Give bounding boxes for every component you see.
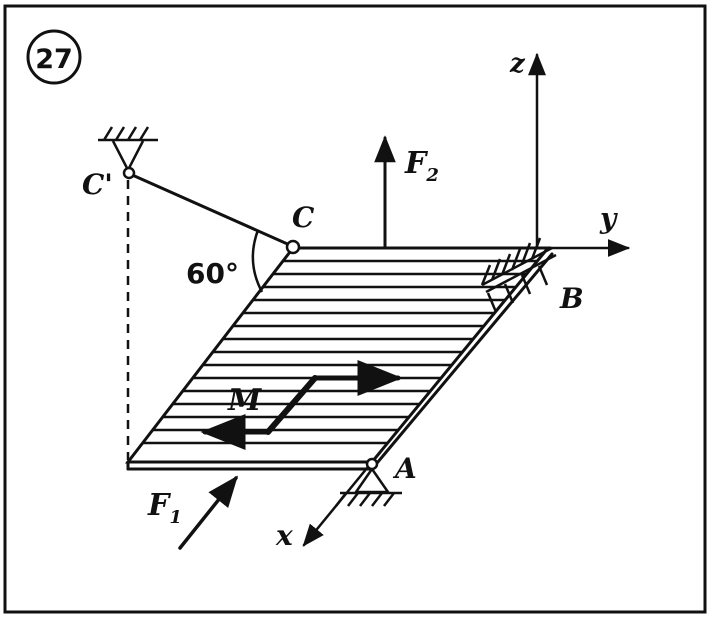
force-f1-arrow	[178, 475, 238, 550]
angle-label: 60°	[186, 257, 239, 290]
hinge-c	[285, 239, 301, 255]
figure-frame	[3, 4, 707, 614]
problem-number-badge: 27	[26, 29, 82, 85]
hinge-c-prime	[122, 166, 136, 180]
point-c-label: C	[292, 201, 315, 234]
couple-m-label: M	[227, 383, 262, 418]
z-axis-label: z	[509, 49, 526, 79]
y-axis-label: y	[599, 202, 618, 235]
point-c-prime-label: C'	[82, 168, 113, 201]
hinge-b	[480, 237, 557, 313]
angle-arc	[251, 229, 264, 293]
support-a	[335, 457, 402, 507]
point-a-label: A	[392, 452, 417, 485]
couple-m	[200, 360, 403, 450]
force-f1-label: F1	[147, 488, 182, 528]
problem-number: 27	[35, 44, 73, 75]
point-b-label: B	[559, 282, 584, 315]
x-axis-label: x	[275, 519, 293, 552]
force-f2-label: F2	[404, 146, 439, 186]
rod-c-prime-c	[128, 172, 294, 248]
support-c-prime	[98, 126, 158, 173]
